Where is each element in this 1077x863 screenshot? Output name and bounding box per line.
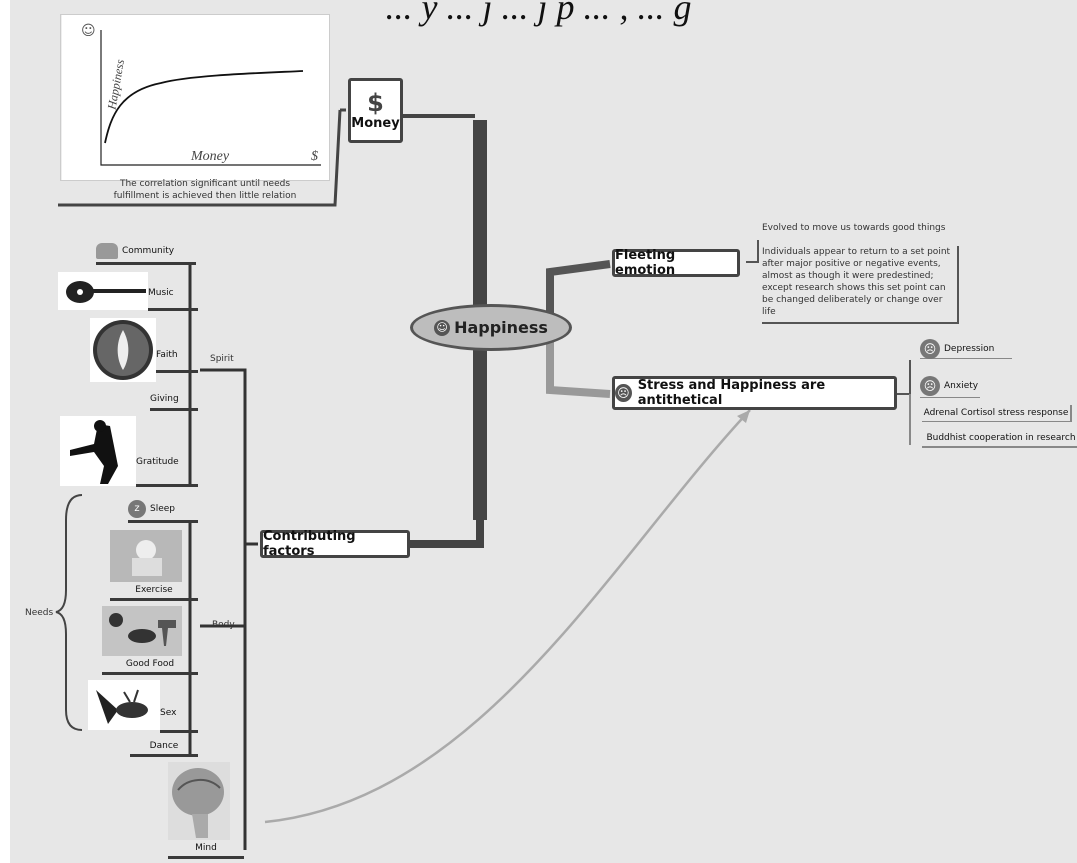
anxiety-item[interactable]: ☹ Anxiety [920, 375, 980, 398]
faith-item[interactable]: Faith [156, 340, 198, 373]
buddhist-item[interactable]: Buddhist cooperation in research [922, 430, 1077, 448]
mind-item[interactable]: Mind [168, 840, 244, 859]
svg-text:☺: ☺ [81, 23, 96, 39]
sleep-item[interactable]: z Sleep [128, 498, 198, 523]
good-food-image [102, 606, 182, 656]
money-note: The correlation significant until needs … [113, 179, 297, 201]
body-label: Body [212, 620, 235, 630]
exercise-label: Exercise [135, 585, 173, 595]
header-text: ... y ... j ... j p ... , ... g [385, 0, 692, 27]
depression-item[interactable]: ☹ Depression [920, 339, 1012, 359]
music-label: Music [148, 288, 174, 298]
anxious-face-icon: ☹ [920, 376, 940, 396]
adrenal-item[interactable]: Adrenal Cortisol stress response [922, 405, 1072, 422]
gratitude-label: Gratitude [136, 457, 179, 467]
sex-image [88, 680, 160, 730]
dance-item[interactable]: Dance [130, 738, 198, 757]
fleeting-emotion-node[interactable]: Fleeting emotion [612, 248, 740, 278]
faith-label: Faith [156, 350, 178, 360]
gratitude-item[interactable]: Gratitude [136, 440, 198, 487]
buddhist-label: Buddhist cooperation in research [926, 433, 1076, 443]
needs-label: Needs [25, 608, 54, 618]
exercise-image [110, 530, 182, 582]
guitar-image [58, 272, 148, 310]
mindmap-canvas[interactable]: ☺ Happiness Money $ The correlation sign… [10, 0, 1077, 863]
adrenal-label: Adrenal Cortisol stress response [923, 408, 1069, 418]
sleeping-face-icon: z [128, 500, 146, 518]
money-label: Money [351, 116, 400, 131]
graph-xlabel: Money [191, 149, 230, 164]
music-item[interactable]: Music [148, 278, 198, 311]
giving-label: Giving [150, 394, 179, 404]
depression-label: Depression [944, 344, 995, 354]
stress-node[interactable]: ☹ Stress and Happiness are antithetical [612, 376, 897, 410]
dollar-icon: $ [367, 89, 384, 117]
people-icon [96, 243, 118, 259]
exercise-item[interactable]: Exercise [110, 582, 198, 601]
money-happiness-graph: ☺ Happiness Money $ [60, 14, 330, 181]
contributing-factors-node[interactable]: Contributing factors [260, 529, 410, 559]
spirit-label: Spirit [210, 354, 234, 364]
dance-label: Dance [149, 741, 179, 751]
money-node[interactable]: $ Money [348, 78, 403, 143]
sex-item[interactable]: Sex [160, 696, 198, 733]
community-item[interactable]: Community [96, 240, 196, 265]
graph-unit: $ [311, 149, 318, 164]
happiness-label: Happiness [454, 318, 548, 337]
contributing-label: Contributing factors [263, 529, 356, 559]
faith-image [90, 318, 156, 382]
central-topic-happiness[interactable]: ☺ Happiness [410, 304, 572, 351]
stress-label: Stress and Happiness are antithetical [637, 378, 826, 408]
sex-label: Sex [160, 708, 177, 718]
giving-item[interactable]: Giving [150, 390, 198, 411]
crying-face-icon: ☹ [920, 339, 940, 359]
community-label: Community [122, 246, 175, 256]
mind-label: Mind [195, 843, 217, 853]
fleeting-note-2: Individuals appear to return to a set po… [762, 246, 959, 324]
smile-icon: ☺ [434, 319, 451, 336]
sleep-label: Sleep [150, 504, 176, 514]
anxiety-label: Anxiety [944, 381, 979, 391]
angry-face-icon: ☹ [615, 384, 632, 402]
good-food-item[interactable]: Good Food [102, 656, 198, 675]
brain-image [168, 762, 230, 840]
good-food-label: Good Food [125, 659, 175, 669]
gratitude-image [60, 416, 136, 486]
fleeting-note-1: Evolved to move us towards good things [762, 223, 946, 233]
fleeting-label: Fleeting emotion [615, 248, 676, 278]
